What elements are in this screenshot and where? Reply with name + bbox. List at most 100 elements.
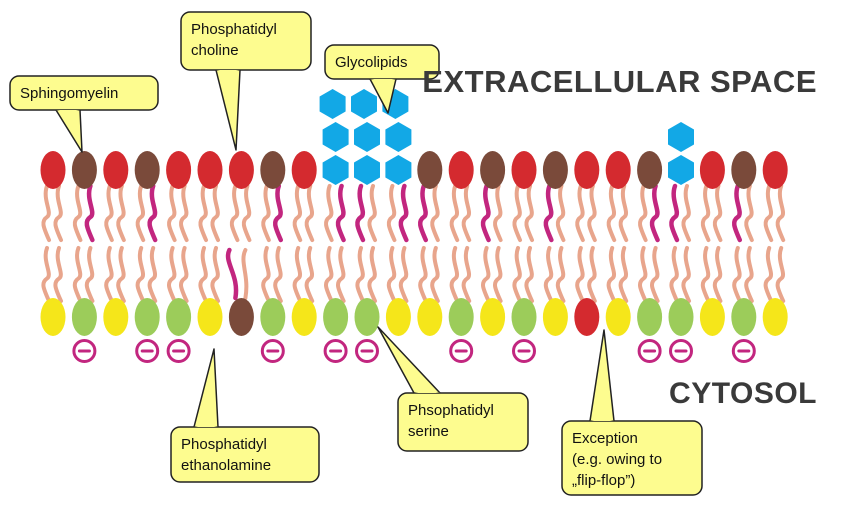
phosphatidylserine-head xyxy=(511,298,537,336)
sphingosine-tail xyxy=(649,183,660,243)
fatty-acid-tail xyxy=(116,246,126,303)
phosphatidylcholine-head xyxy=(762,151,788,189)
fatty-acid-tail xyxy=(273,246,283,303)
sphingomyelin-head xyxy=(228,298,254,336)
negative-charges xyxy=(72,339,756,363)
fatty-acid-tail xyxy=(512,246,522,303)
fatty-acid-tail xyxy=(167,246,177,303)
phosphatidylethanolamine-head xyxy=(762,298,788,336)
fatty-acid-tail xyxy=(179,246,189,303)
fatty-acid-tail xyxy=(179,184,189,242)
fatty-acid-tail xyxy=(418,246,428,303)
phosphatidylserine-head xyxy=(448,298,474,336)
fatty-acid-tail xyxy=(700,184,711,242)
fatty-acid-tail xyxy=(241,248,249,300)
sugar-hexagon xyxy=(668,122,694,152)
fatty-acid-tail xyxy=(744,246,754,303)
fatty-acid-tail xyxy=(606,184,617,242)
sphingomyelin-callout: Sphingomyelin xyxy=(9,75,159,153)
fatty-acid-tail xyxy=(198,246,208,303)
sphingomyelin-label-line: Sphingomyelin xyxy=(20,85,118,102)
phosphatidylserine-head xyxy=(323,298,349,336)
glycolipids-pointer-seam xyxy=(370,79,396,82)
phosphatidylethanolamine-head xyxy=(699,298,725,336)
sphingomyelin-head xyxy=(134,151,160,189)
fatty-acid-tail xyxy=(104,184,114,242)
fatty-acid-tail xyxy=(543,246,554,303)
fatty-acid-tail xyxy=(650,246,660,303)
fatty-acid-tail xyxy=(461,246,472,303)
fatty-acid-tail xyxy=(555,246,566,303)
sphingomyelin-head xyxy=(71,151,97,189)
sphingomyelin-head xyxy=(417,151,443,189)
fatty-acid-tail xyxy=(493,246,503,303)
phosphatidylcholine-head xyxy=(574,298,600,336)
fatty-acid-tail xyxy=(775,184,786,242)
phosphatidylcholine-head xyxy=(197,151,223,189)
sphingomyelin-pointer-seam xyxy=(56,110,80,113)
fatty-acid-tail xyxy=(512,184,522,242)
exception-label-line: (e.g. owing to xyxy=(572,451,662,468)
phosphatidylcholine-box xyxy=(180,11,312,71)
phosphatidylethanolamine-head xyxy=(417,298,443,336)
fatty-acid-tail xyxy=(304,246,315,303)
phosphatidylethanolamine-label-line: Phosphatidyl xyxy=(181,436,267,453)
phosphatidylcholine-head xyxy=(166,151,192,189)
fatty-acid-tail xyxy=(72,246,83,303)
phosphatidylcholine-head xyxy=(605,151,631,189)
fatty-acid-tail xyxy=(292,246,303,303)
fatty-acid-tail xyxy=(575,184,585,242)
phosphatidylethanolamine-head xyxy=(542,298,568,336)
fatty-acid-tail xyxy=(304,184,315,242)
fatty-acid-tail xyxy=(167,184,177,242)
fatty-acid-tail xyxy=(198,184,208,242)
sugar-hexagon xyxy=(354,122,380,152)
sugar-hexagon xyxy=(668,155,694,185)
phosphatidylserine-head xyxy=(637,298,663,336)
fatty-acid-tail xyxy=(210,246,220,303)
phosphatidylethanolamine-head xyxy=(605,298,631,336)
sphingomyelin-head xyxy=(260,151,286,189)
exception-label-line: Exception xyxy=(572,430,638,447)
sphingosine-tail xyxy=(335,183,346,243)
sphingomyelin-pointer xyxy=(55,109,83,153)
fatty-acid-tail xyxy=(229,184,240,242)
fatty-acid-tail xyxy=(53,184,63,242)
phosphatidylcholine-head xyxy=(103,151,129,189)
fatty-acid-tail xyxy=(336,246,346,303)
fatty-acid-tail xyxy=(386,184,397,242)
fatty-acid-tail xyxy=(638,246,648,303)
fatty-acid-tail xyxy=(744,184,754,242)
fatty-acid-tail xyxy=(135,184,146,242)
phosphatidylethanolamine-head xyxy=(103,298,129,336)
fatty-acid-tail xyxy=(681,246,691,303)
phosphatidylcholine-head xyxy=(40,151,66,189)
sphingosine-tail xyxy=(272,183,284,243)
fatty-acid-tail xyxy=(430,184,440,242)
sphingosine-tail xyxy=(147,183,158,243)
phosphatidylserine-head xyxy=(731,298,757,336)
phosphatidylcholine-head xyxy=(448,151,474,189)
phosphatidylserine-label-line: serine xyxy=(408,423,449,440)
fatty-acid-tail xyxy=(555,184,566,242)
exception-box xyxy=(561,420,703,496)
fatty-acid-tail xyxy=(763,184,774,242)
glycolipids-callout: Glycolipids xyxy=(324,44,440,114)
phosphatidylserine-pointer xyxy=(377,326,441,394)
fatty-acid-tail xyxy=(104,246,114,303)
sphingosine-tail xyxy=(84,183,95,243)
fatty-acid-tail xyxy=(606,246,617,303)
glycolipid-sugars xyxy=(319,89,694,185)
sphingosine-tail xyxy=(355,183,366,243)
fatty-acid-tail xyxy=(669,246,679,303)
cytosol-label: CYTOSOL xyxy=(669,377,817,410)
sphingosine-tail xyxy=(480,183,491,243)
phosphatidylcholine-pointer-seam xyxy=(216,70,240,73)
exception-label-line: „flip-flop”) xyxy=(572,472,635,489)
fatty-acid-tail xyxy=(732,246,742,303)
glycolipids-label-line: Glycolipids xyxy=(335,54,408,71)
phosphatidylethanolamine-head xyxy=(291,298,317,336)
